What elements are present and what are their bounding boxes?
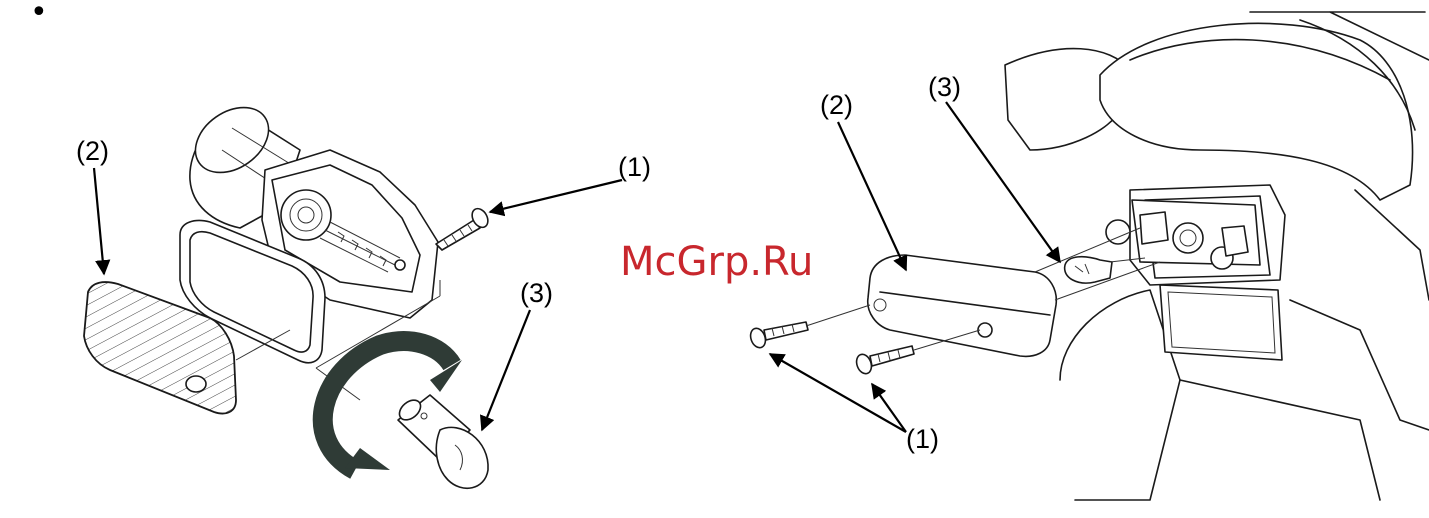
right-callout-2: (2) xyxy=(820,90,853,120)
left-callout-3: (3) xyxy=(520,278,553,308)
right-screw-lower xyxy=(854,346,914,376)
left-callout-1: (1) xyxy=(618,152,651,182)
right-license-light-illustration: (2) (3) (1) xyxy=(748,12,1429,500)
bullet-mark: • xyxy=(30,0,48,30)
right-lens-cover xyxy=(868,255,1057,356)
right-bulb xyxy=(1065,257,1112,283)
left-callout-2: (2) xyxy=(76,136,109,166)
right-callout-3: (3) xyxy=(928,72,961,102)
left-screw xyxy=(436,206,491,250)
watermark-text: McGrp.Ru xyxy=(620,239,813,285)
right-callout-1: (1) xyxy=(906,424,939,454)
left-turn-signal-illustration: (2) (1) (3) xyxy=(76,94,651,488)
left-bulb xyxy=(396,395,488,488)
right-screw-upper xyxy=(748,322,808,350)
right-socket-housing xyxy=(1106,200,1260,269)
